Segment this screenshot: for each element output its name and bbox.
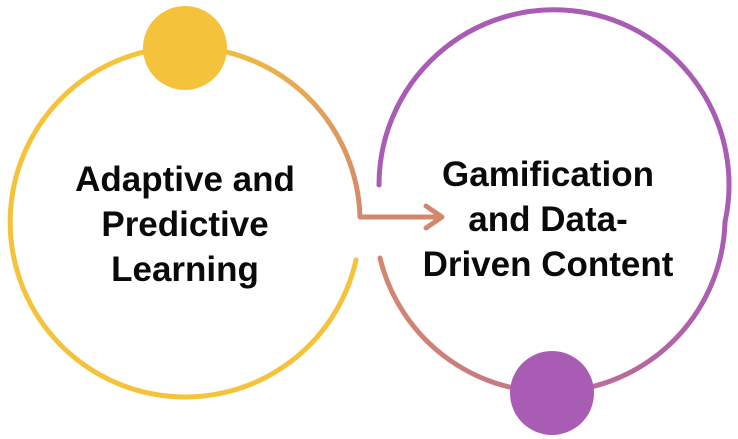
- node-label-line: Predictive: [101, 205, 269, 244]
- left-node-dot: [143, 6, 227, 90]
- left-cycle-arc: [7, 44, 359, 400]
- node-label-line: Driven Content: [422, 245, 674, 284]
- node-gamification-data-driven: Gamification and Data- Driven Content: [398, 152, 698, 287]
- node-label-line: Learning: [111, 250, 259, 289]
- node-label-line: Gamification: [442, 155, 654, 194]
- node-label-line: and Data-: [468, 200, 628, 239]
- node-adaptive-predictive-learning: Adaptive and Predictive Learning: [35, 157, 335, 292]
- node-label-line: Adaptive and: [75, 160, 295, 199]
- right-node-dot: [510, 351, 594, 435]
- arrow-head-icon: [423, 203, 445, 231]
- right-cycle-arc: [376, 7, 732, 225]
